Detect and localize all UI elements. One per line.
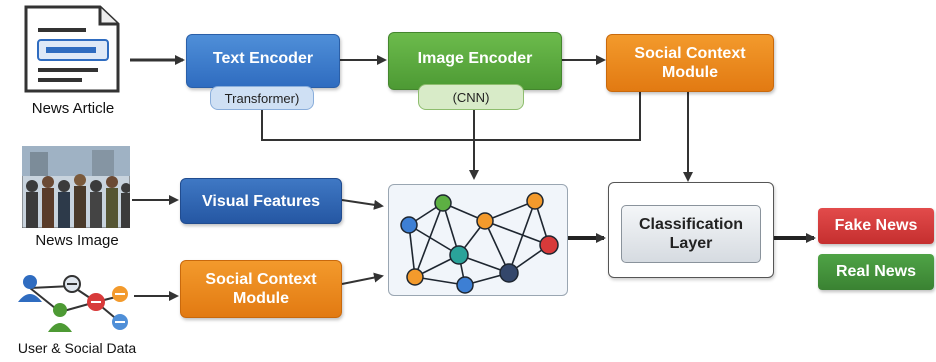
news-image-label: News Image xyxy=(35,232,119,249)
user-social-label: User & Social Data xyxy=(17,340,137,356)
visual-features-label: Visual Features xyxy=(202,192,320,210)
graph-network xyxy=(400,192,559,294)
social-context-top-box: Social Context Module xyxy=(606,34,774,92)
graph-node xyxy=(406,268,424,286)
graph-node xyxy=(526,192,544,210)
classification-panel: Classification Layer xyxy=(608,182,774,278)
graph-node xyxy=(456,276,474,294)
document-icon xyxy=(24,5,120,93)
graph-node xyxy=(449,245,469,265)
classification-layer-box: Classification Layer xyxy=(621,205,761,263)
graph-panel xyxy=(388,184,568,296)
news-photo xyxy=(22,146,130,228)
social-context-module-box: Social Context Module xyxy=(180,260,342,318)
image-encoder-sub: (CNN) xyxy=(418,84,524,110)
image-encoder-box: Image Encoder xyxy=(388,32,562,90)
user-social-icon xyxy=(18,275,128,332)
news-article-label: News Article xyxy=(31,100,115,117)
arrow-socialmod-graph xyxy=(341,272,384,285)
arrow-visual-graph xyxy=(341,199,384,210)
graph-node xyxy=(476,212,494,230)
visual-features-box: Visual Features xyxy=(180,178,342,224)
merge-line xyxy=(261,92,641,141)
graph-node xyxy=(400,216,418,234)
real-news-output: Real News xyxy=(818,254,934,290)
social-context-module-label: Social Context Module xyxy=(205,271,317,307)
image-encoder-label: Image Encoder xyxy=(417,49,533,67)
classification-layer-label: Classification Layer xyxy=(638,216,744,252)
text-encoder-sub: Transformer) xyxy=(210,86,314,110)
fake-news-output: Fake News xyxy=(818,208,934,244)
graph-node xyxy=(499,263,519,283)
graph-node xyxy=(434,194,452,212)
text-encoder-label: Text Encoder xyxy=(212,49,314,67)
graph-node xyxy=(539,235,559,255)
social-context-top-label: Social Context Module xyxy=(634,45,746,81)
text-encoder-box: Text Encoder xyxy=(186,34,340,88)
